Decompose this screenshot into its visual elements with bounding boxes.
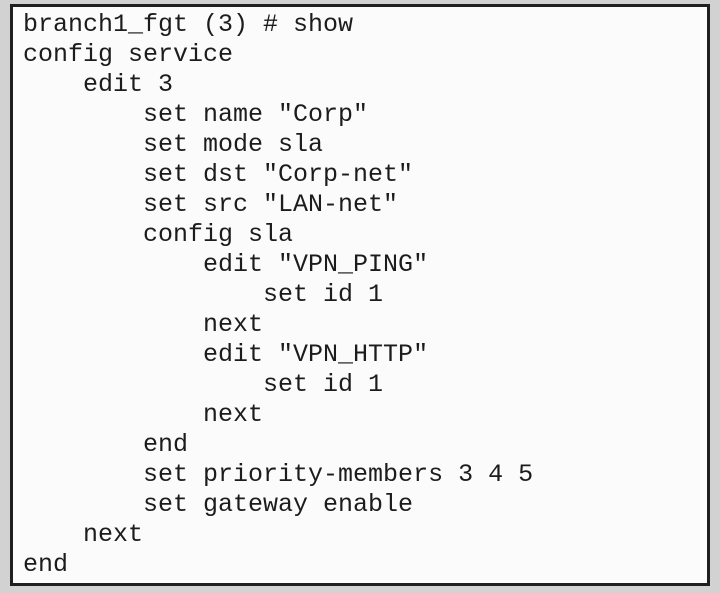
terminal-line-prompt: branch1_fgt (3) # show (23, 10, 354, 39)
terminal-line: set priority-members 3 4 5 (23, 460, 534, 489)
terminal-line: next (23, 520, 144, 549)
terminal-line: set id 1 (23, 280, 384, 309)
terminal-line: set name "Corp" (23, 100, 369, 129)
terminal-line: end (23, 430, 189, 459)
terminal-line: set dst "Corp-net" (23, 160, 414, 189)
cli-output-panel: branch1_fgt (3) # show config service ed… (10, 4, 710, 586)
terminal-line: set src "LAN-net" (23, 190, 399, 219)
terminal-line: next (23, 400, 264, 429)
terminal-line: config sla (23, 220, 294, 249)
terminal-line: set gateway enable (23, 490, 414, 519)
terminal-line: config service (23, 40, 234, 69)
terminal-line: end (23, 550, 69, 579)
terminal-line: set mode sla (23, 130, 324, 159)
terminal-line: set id 1 (23, 370, 384, 399)
terminal-line: edit "VPN_HTTP" (23, 340, 429, 369)
terminal-line: next (23, 310, 264, 339)
terminal-line: edit "VPN_PING" (23, 250, 429, 279)
terminal-line: edit 3 (23, 70, 174, 99)
